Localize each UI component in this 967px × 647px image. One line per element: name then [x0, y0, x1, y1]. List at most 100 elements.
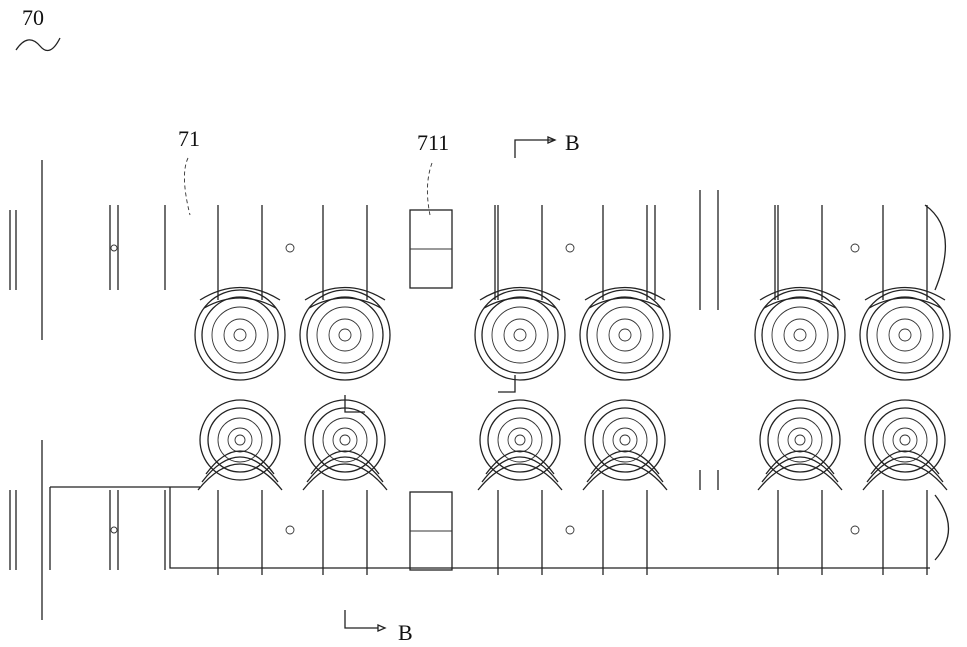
- roller-top-ring: [761, 296, 839, 374]
- roller-bottom-ring: [592, 407, 658, 473]
- roller-top-ring: [793, 328, 807, 342]
- roller-top-ring: [866, 296, 944, 374]
- roller-top-ring: [513, 328, 527, 342]
- leader-70: [15, 37, 61, 52]
- mounting-hole: [285, 243, 295, 253]
- roller-top-saddle: [199, 286, 281, 309]
- section-arrow-bottom: [377, 624, 387, 632]
- roller-top-ring: [211, 306, 269, 364]
- roller-bottom-ring: [872, 407, 938, 473]
- internal-section-marks: [344, 375, 516, 413]
- roller-bottom-ring: [759, 399, 841, 481]
- label-711: 711: [417, 130, 449, 155]
- roller-bottom-ring: [612, 427, 638, 453]
- roller-top-ring: [618, 328, 632, 342]
- roller-top-ring: [201, 296, 279, 374]
- roller-bottom-ring: [332, 427, 358, 453]
- mounting-hole: [565, 243, 575, 253]
- roller-top-ring: [771, 306, 829, 364]
- roller-bottom-ring: [892, 427, 918, 453]
- roller-bottom-ring: [234, 434, 246, 446]
- roller-top-ring: [491, 306, 549, 364]
- bolt-hole: [110, 526, 118, 534]
- roller-bottom-saddle: [582, 450, 668, 491]
- roller-top-saddle: [479, 286, 561, 309]
- roller-top-ring: [596, 306, 654, 364]
- shaft-bottom: [882, 490, 928, 575]
- leader-711: [427, 162, 433, 216]
- roller-top-ring: [503, 318, 537, 352]
- roller-top-ring: [888, 318, 922, 352]
- roller-bottom-ring: [322, 417, 368, 463]
- plate-outline: [494, 190, 946, 310]
- roller-bottom-ring: [227, 427, 253, 453]
- shaft-bottom: [777, 490, 823, 575]
- section-line-top: [514, 139, 555, 158]
- roller-top-ring: [474, 289, 566, 381]
- roller-bottom-ring: [787, 427, 813, 453]
- roller-bottom-ring: [882, 417, 928, 463]
- end-plate: [9, 160, 43, 620]
- mounting-hole: [850, 525, 860, 535]
- roller-bottom-saddle: [757, 450, 843, 491]
- leader-71: [184, 157, 191, 216]
- roller-bottom-ring: [514, 434, 526, 446]
- shaft-bottom: [602, 490, 648, 575]
- shaft-bottom: [497, 490, 543, 575]
- roller-bottom-ring: [487, 407, 553, 473]
- roller-bottom-ring: [339, 434, 351, 446]
- mounting-hole: [850, 243, 860, 253]
- shaft-bottom: [217, 490, 263, 575]
- roller-top-saddle: [304, 286, 386, 309]
- roller-top-ring: [299, 289, 391, 381]
- roller-top-ring: [859, 289, 951, 381]
- roller-assembly-drawing: [9, 160, 951, 620]
- roller-bottom-ring: [619, 434, 631, 446]
- roller-bottom-ring: [199, 399, 281, 481]
- roller-bottom-ring: [497, 417, 543, 463]
- roller-top-ring: [754, 289, 846, 381]
- shaft-top: [602, 205, 648, 300]
- roller-top-saddle: [584, 286, 666, 309]
- roller-top-ring: [306, 296, 384, 374]
- shaft-top: [322, 205, 368, 300]
- roller-top-ring: [223, 318, 257, 352]
- mounting-hole: [565, 525, 575, 535]
- roller-top-ring: [316, 306, 374, 364]
- shaft-top: [882, 205, 928, 300]
- section-arrow-top: [547, 136, 557, 144]
- roller-top-ring: [194, 289, 286, 381]
- roller-bottom-ring: [899, 434, 911, 446]
- frame-bracket: [109, 205, 166, 570]
- roller-bottom-saddle: [197, 450, 283, 491]
- mounting-hole: [285, 525, 295, 535]
- roller-top-ring: [898, 328, 912, 342]
- section-label-bottom: B: [398, 620, 413, 645]
- roller-top-ring: [586, 296, 664, 374]
- roller-top-saddle: [759, 286, 841, 309]
- section-label-top: B: [565, 130, 580, 155]
- shaft-top: [777, 205, 823, 300]
- shaft-top: [217, 205, 263, 300]
- roller-bottom-ring: [794, 434, 806, 446]
- bolt-hole: [110, 244, 118, 252]
- plate-outline-bottom: [699, 470, 949, 561]
- base-rail: [49, 486, 930, 570]
- roller-bottom-ring: [207, 407, 273, 473]
- roller-bottom-ring: [767, 407, 833, 473]
- roller-top-ring: [608, 318, 642, 352]
- roller-top-ring: [481, 296, 559, 374]
- roller-top-ring: [783, 318, 817, 352]
- roller-bottom-ring: [864, 399, 946, 481]
- roller-top-saddle: [864, 286, 946, 309]
- shaft-bottom: [322, 490, 368, 575]
- roller-bottom-ring: [479, 399, 561, 481]
- roller-bottom-ring: [602, 417, 648, 463]
- roller-bottom-ring: [777, 417, 823, 463]
- roller-bottom-saddle: [477, 450, 563, 491]
- shaft-top: [497, 205, 543, 300]
- roller-bottom-ring: [217, 417, 263, 463]
- roller-top-ring: [338, 328, 352, 342]
- roller-top-ring: [876, 306, 934, 364]
